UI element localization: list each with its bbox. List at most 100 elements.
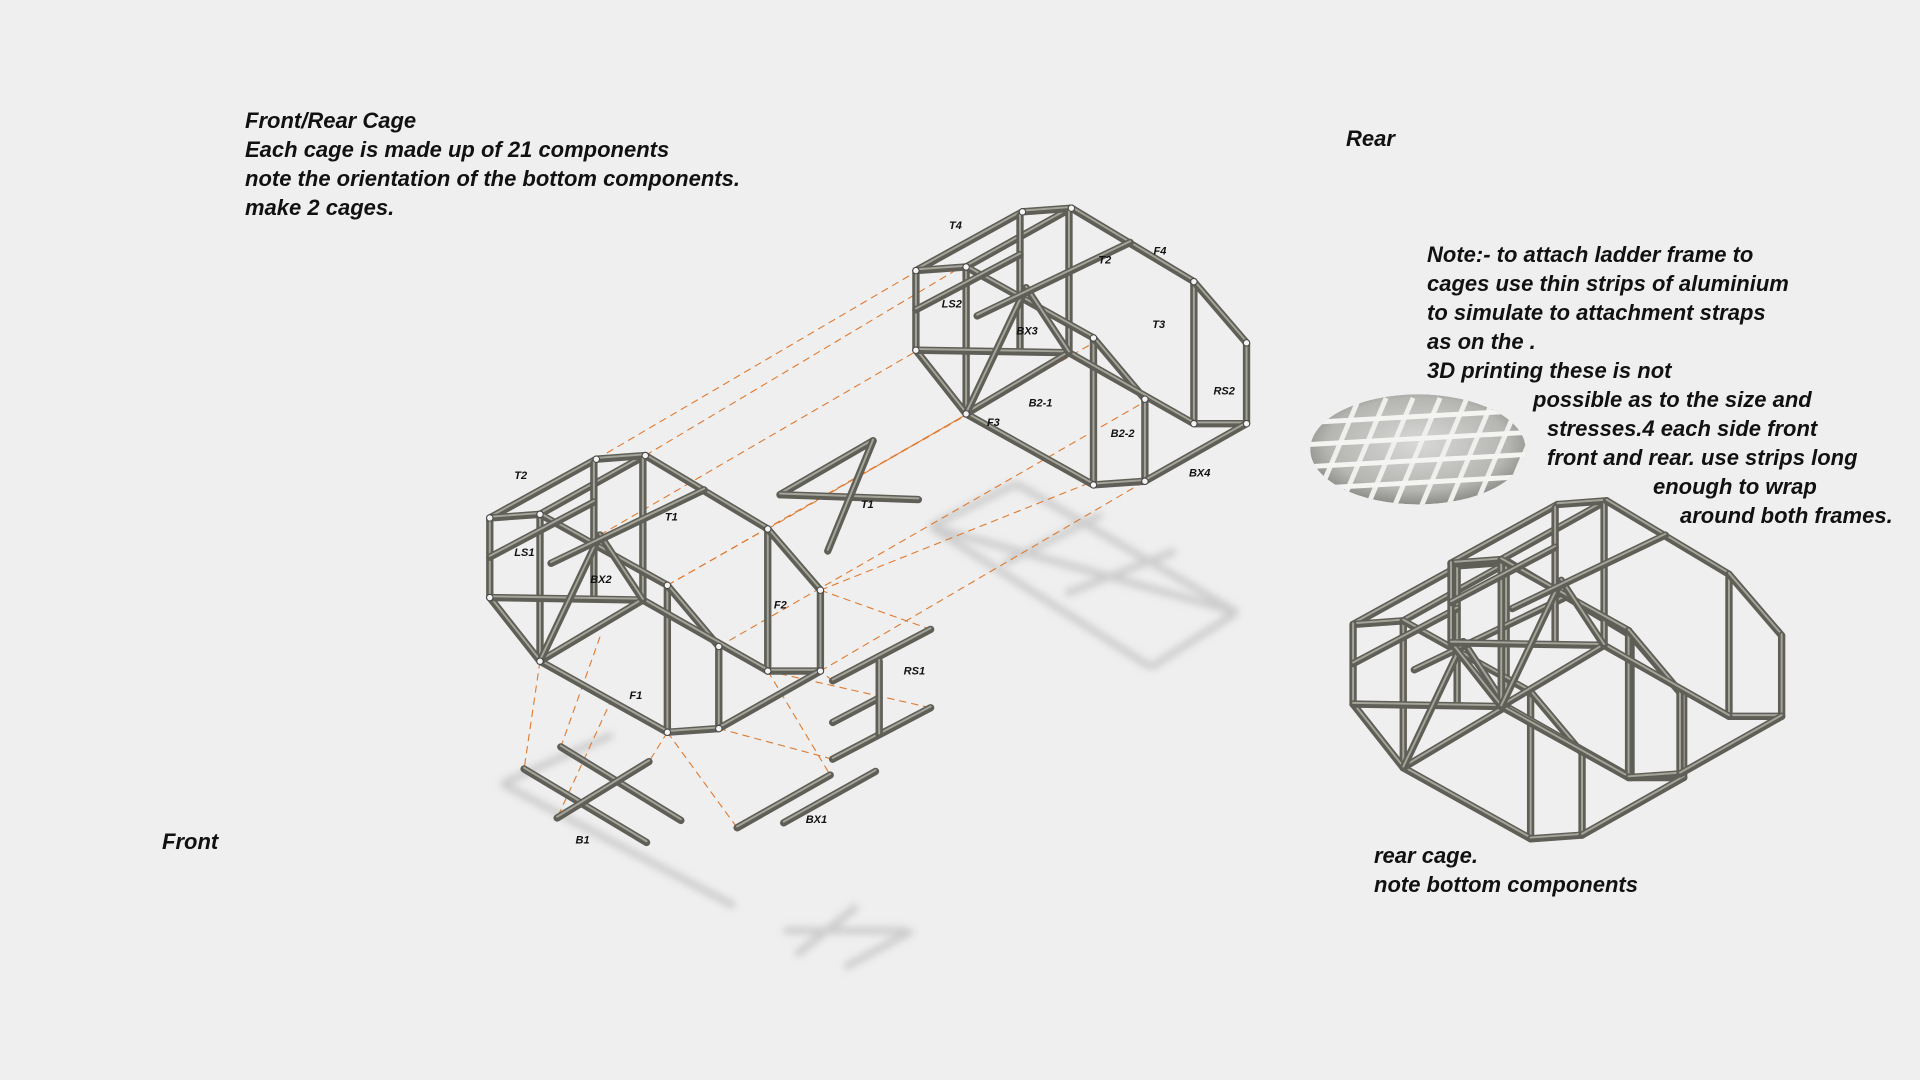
joint-node [764, 667, 772, 675]
assembled-rear-cage-tube [1349, 700, 1407, 772]
front-cage-tube [486, 593, 544, 665]
assembly-guide-line [767, 670, 831, 776]
shadow-line [928, 480, 1018, 530]
label-t4: T4 [949, 220, 962, 232]
assembled-rear-cage-tube [1447, 543, 1559, 607]
label-f3: F3 [987, 417, 1000, 429]
assembled-rear-cage-tube [1399, 637, 1467, 772]
joint-node [715, 724, 723, 733]
label-ls2: LS2 [942, 298, 963, 310]
front-cage-tube [536, 510, 672, 589]
joint-node [912, 346, 920, 354]
assembled-rear-cage-tube [1578, 773, 1688, 839]
joint-node [486, 514, 494, 522]
front-cage-tube [592, 451, 649, 463]
label-t2: T2 [514, 470, 528, 482]
label-f1: F1 [629, 690, 642, 702]
rear-cage-tube [912, 251, 1024, 314]
photo-tube [1310, 473, 1526, 492]
front-cage-tube [536, 657, 672, 736]
assembled-rear-cage-tube [1508, 531, 1669, 613]
part-t1 [776, 437, 877, 499]
assembled-rear-cage-tube [1600, 641, 1733, 720]
front-cage-tube [486, 498, 598, 561]
assembly-guide-line [718, 401, 1146, 648]
joint-node [1067, 204, 1076, 212]
joint-node [715, 642, 723, 651]
label-rs2: RS2 [1213, 385, 1235, 397]
assembled-rear-cage-tube [1557, 576, 1608, 649]
shadow-line [500, 731, 614, 788]
assembly-guide-line [666, 731, 738, 829]
label-b2-2: B2-2 [1111, 428, 1136, 440]
photo-tube [1310, 429, 1526, 447]
shadow-line [929, 522, 1238, 616]
shadow-line [1002, 511, 1104, 567]
label-bx1: BX1 [806, 814, 827, 826]
label-f4: F4 [1153, 246, 1166, 258]
rear-cage-tube [962, 410, 1098, 489]
front-label: Front [162, 829, 219, 854]
assembly-guide-line [648, 731, 668, 762]
rear-label: Rear [1346, 126, 1395, 151]
rear-cage-tube [1141, 420, 1251, 485]
assembled-rear-cage-tube [1349, 562, 1464, 629]
rear-cage-tube [962, 263, 1098, 342]
title-line: Each cage is made up of 21 components [245, 137, 670, 162]
assembled-rear-cage-tube [1526, 831, 1586, 843]
front-cage-tube [486, 510, 544, 522]
joint-node [486, 593, 494, 602]
assembly-guide-line [560, 636, 601, 748]
shadow-line [843, 927, 915, 971]
rear-cage-tube [912, 346, 970, 418]
rear-cage-tube [1089, 477, 1149, 489]
label-b2-1: B2-1 [1029, 398, 1053, 410]
label-f2: F2 [774, 600, 788, 612]
photo-tube [1310, 451, 1526, 469]
assembled-rear-cage-tube [1497, 702, 1633, 782]
joint-node [816, 667, 825, 675]
shadow-line [1063, 547, 1177, 598]
rear-cage-note: rear cage. note bottom components [1374, 841, 1638, 899]
joint-node [816, 586, 825, 594]
rear-cage-note-line: rear cage. [1374, 843, 1478, 868]
joint-node [592, 455, 600, 463]
front-cage-tube [536, 531, 604, 665]
assembly-guide-line [523, 661, 541, 770]
assembly-guide-lines [523, 262, 1146, 829]
joint-node [1089, 481, 1098, 489]
front-cage-tube [547, 486, 708, 567]
joint-node [1018, 208, 1027, 216]
joint-node [641, 451, 649, 460]
shadow-line [1014, 480, 1239, 616]
assembled-rear-cage-tube [1725, 712, 1786, 720]
label-t1-top: T1 [665, 511, 678, 523]
label-b1: B1 [576, 835, 590, 847]
label-bx4: BX4 [1189, 467, 1210, 479]
assembled-rear-cage-tube [1349, 604, 1461, 668]
assembled-rear-cage-tube [1624, 770, 1684, 782]
front-cage-tube [536, 596, 647, 665]
assembled-rear-cage-tube [1676, 712, 1786, 778]
assembly-guide-line [596, 271, 917, 460]
front-cage-tube [764, 525, 825, 594]
joint-node [1242, 339, 1251, 347]
rear-cage-tube [973, 238, 1134, 320]
part-bx1 [780, 767, 880, 827]
rear-cage-tube [912, 208, 1027, 275]
photo-tube [1415, 397, 1470, 505]
title-line: Front/Rear Cage [245, 108, 417, 133]
note-block: Note:- to attach ladder frame to cages u… [1427, 240, 1893, 530]
rear-cage-tube [912, 263, 970, 275]
front-cage-tube [663, 724, 723, 736]
part-t1 [824, 437, 877, 555]
joint-node [1242, 419, 1251, 428]
assembled-rear-cage-tube [1553, 497, 1611, 509]
joint-node [1141, 477, 1149, 485]
shadow-line [1149, 609, 1239, 671]
assembly-guide-line [820, 480, 1146, 672]
assembled-rear-cage-tube [1447, 500, 1562, 567]
joint-node [1141, 395, 1149, 403]
rear-cage-tube [1022, 284, 1073, 357]
assembled-rear-cage-tube [1497, 576, 1565, 711]
